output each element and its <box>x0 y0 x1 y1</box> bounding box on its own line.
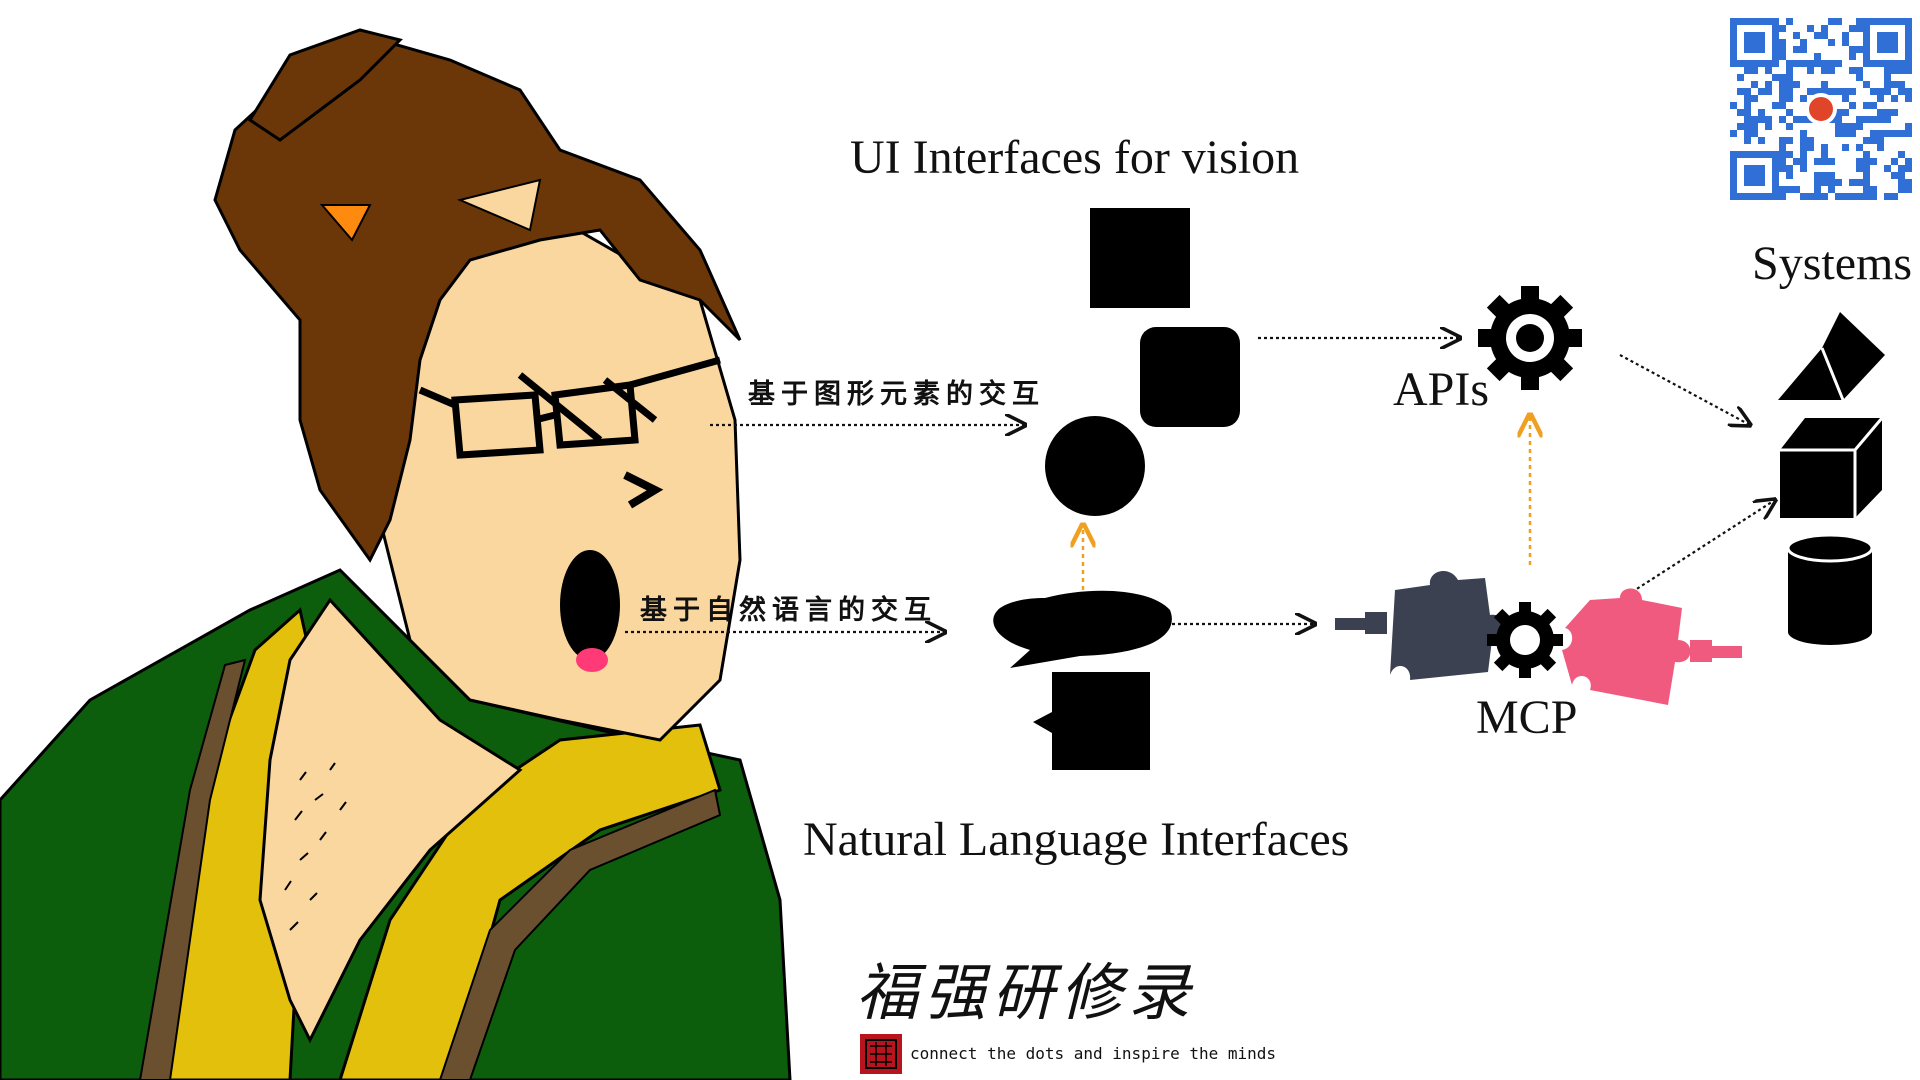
glasses <box>418 356 721 459</box>
nose <box>623 471 664 509</box>
brand-tagline: connect the dots and inspire the minds <box>910 1044 1277 1063</box>
puzzle-pink-icon <box>1562 588 1691 705</box>
system-prism-icon <box>1778 312 1885 400</box>
mcp-gear-icon <box>1487 602 1563 678</box>
system-prism-edge <box>1820 347 1845 401</box>
arrow-apis-to-systems <box>1619 354 1750 425</box>
arrow-mcp-to-systems <box>1631 500 1775 593</box>
natural-language-title: Natural Language Interfaces <box>803 813 1350 866</box>
ui-interfaces-title: UI Interfaces for vision <box>850 131 1300 184</box>
hair <box>213 38 742 563</box>
apis-gear-icon <box>1478 286 1582 390</box>
ui-circle-icon <box>1045 416 1145 516</box>
ear-spike <box>456 178 542 232</box>
hair-tie <box>319 204 372 242</box>
system-cube-icon <box>1780 417 1884 518</box>
character-illustration <box>0 28 792 1080</box>
puzzle-dark-icon <box>1390 570 1506 680</box>
chest-hair <box>284 762 347 931</box>
chest <box>258 597 523 1044</box>
hair-top <box>247 28 403 142</box>
speech-bubble-icon <box>993 590 1172 668</box>
robe-trim-right <box>438 788 722 1080</box>
mcp-connector-right-icon <box>1690 640 1742 662</box>
mcp-connector-left-icon <box>1335 612 1387 634</box>
cn-graphical-label: 基于图形元素的交互 <box>748 379 1045 410</box>
speech-box-icon <box>1033 672 1150 770</box>
brand-seal <box>860 1034 902 1074</box>
system-cylinder-icon <box>1786 533 1874 645</box>
robe-trim-left <box>138 658 247 1080</box>
systems-title: Systems <box>1752 237 1913 290</box>
ui-rounded-square-icon <box>1140 327 1240 427</box>
mouth <box>560 550 620 660</box>
cn-natural-label: 基于自然语言的交互 <box>640 595 937 626</box>
tongue <box>576 648 608 672</box>
qr-code-image <box>1726 14 1916 204</box>
apis-label: APIs <box>1393 363 1490 416</box>
brand-name: 福强研修录 <box>856 956 1197 1029</box>
ui-square-icon <box>1090 208 1190 308</box>
mcp-label: MCP <box>1476 691 1578 744</box>
